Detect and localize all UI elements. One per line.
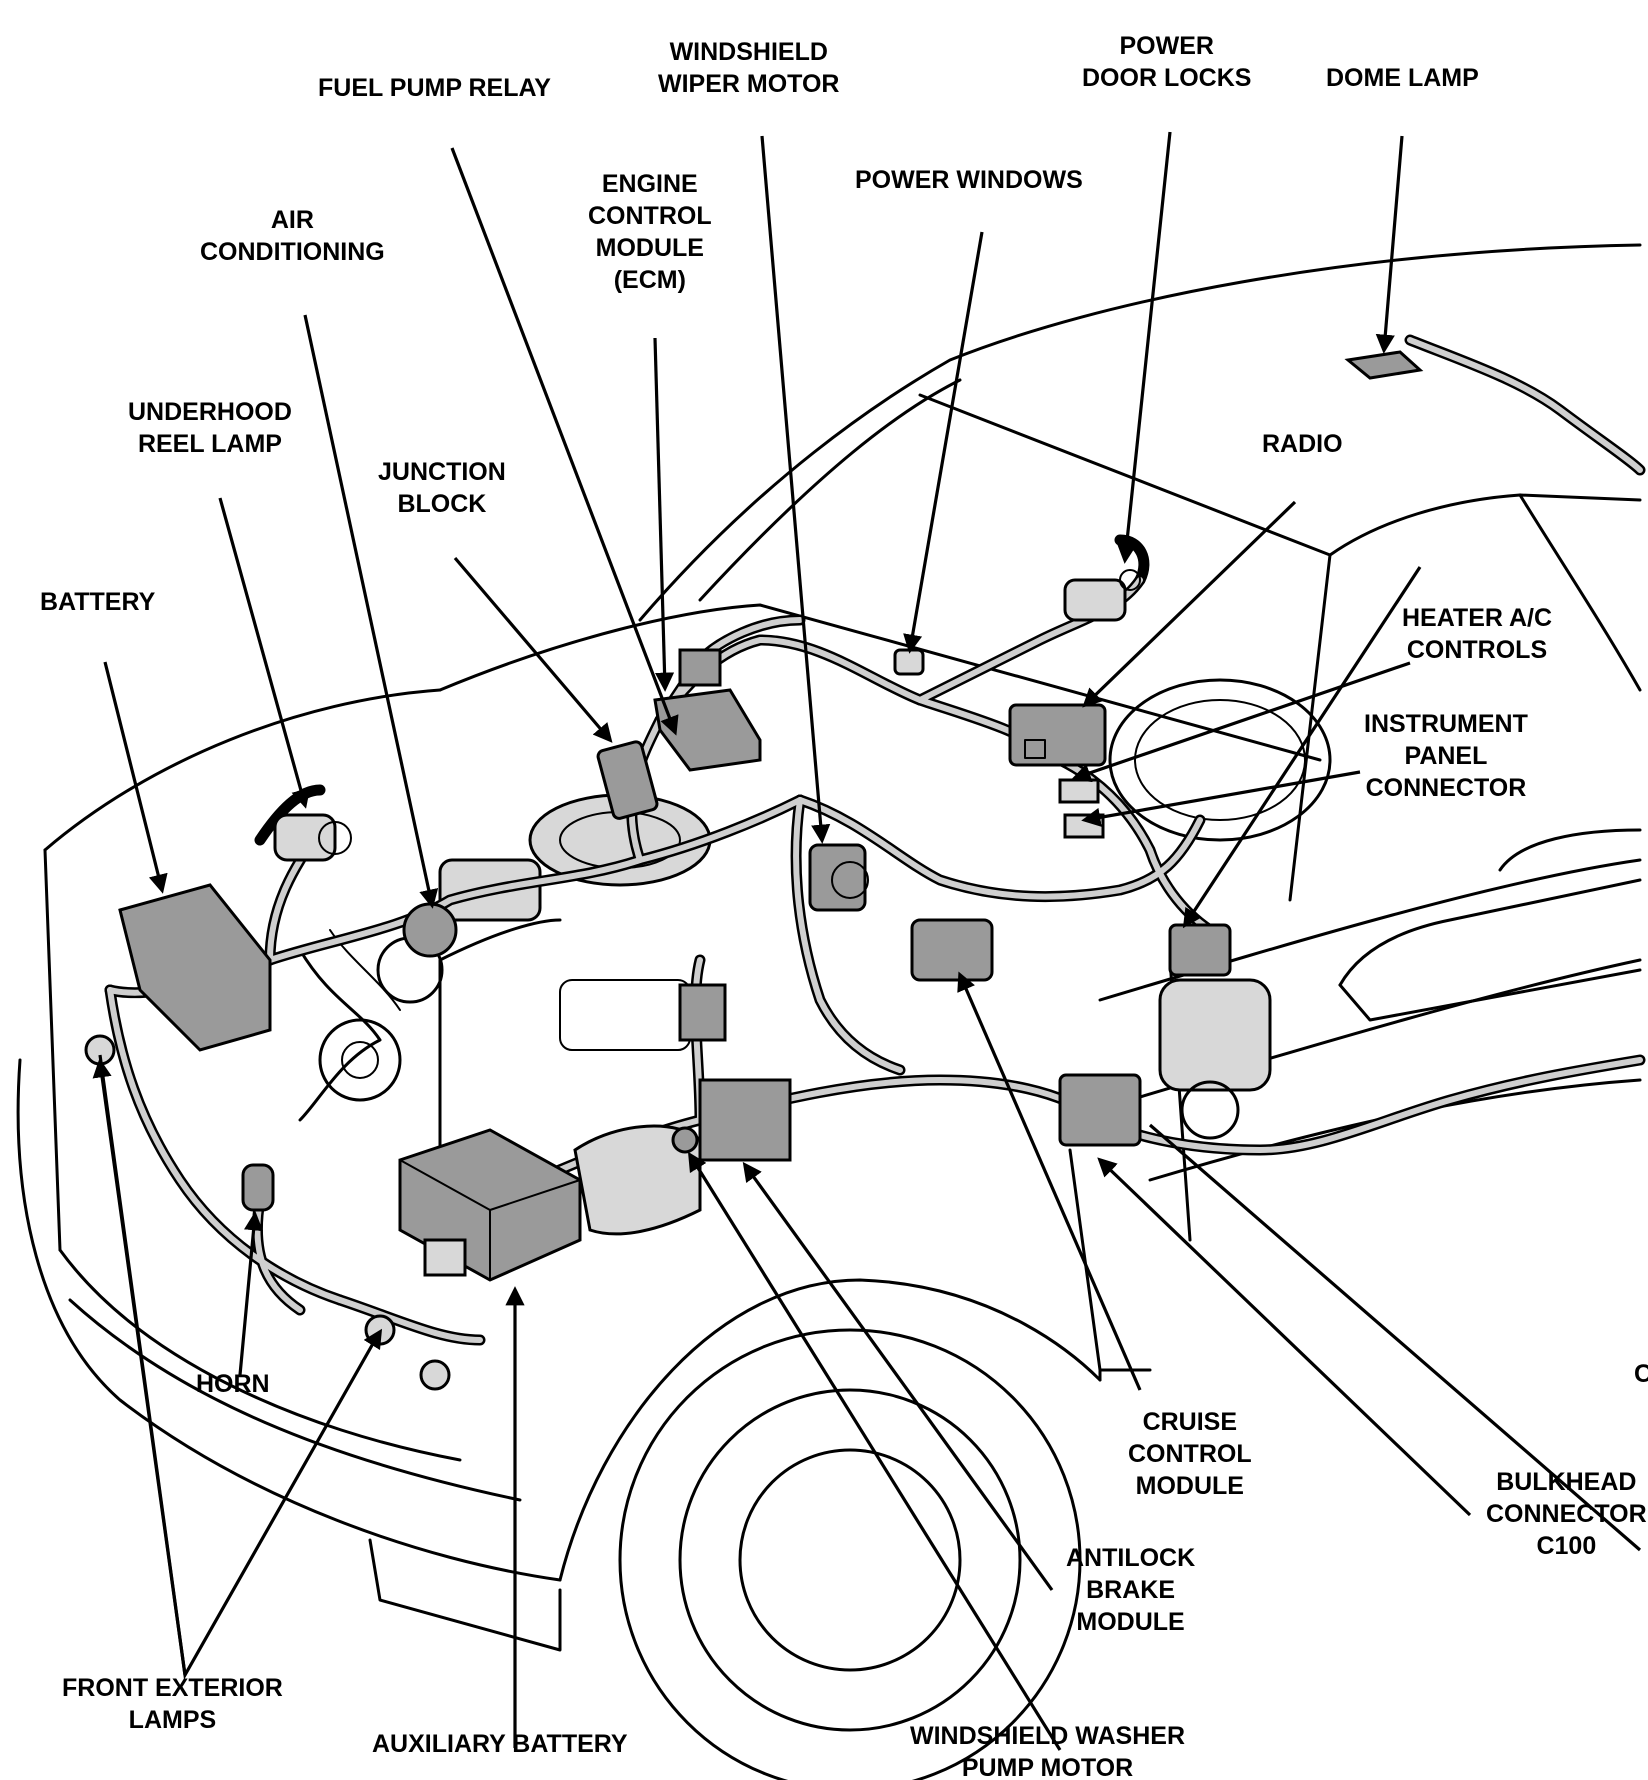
label-line: WINDSHIELD WASHER <box>910 1722 1185 1750</box>
label-line: BULKHEAD <box>1496 1468 1637 1496</box>
label-line: POWER <box>1119 32 1214 60</box>
label-line: CRUISE <box>1142 1408 1238 1436</box>
battery-shape <box>118 883 272 1052</box>
label-dome-lamp: DOME LAMP <box>1326 62 1479 94</box>
label-line: CONTROLS <box>1406 636 1548 664</box>
label-front-exterior-lamps: FRONT EXTERIOR LAMPS <box>62 1672 283 1736</box>
label-line: AUXILIARY BATTERY <box>372 1730 628 1758</box>
label-line: CONNECTOR <box>1486 1500 1647 1528</box>
label-line: REEL LAMP <box>137 430 282 458</box>
label-line: CONDITIONING <box>200 238 385 266</box>
label-line: MODULE <box>595 234 704 262</box>
label-line: ENGINE <box>601 170 698 198</box>
label-cruise-control-module: CRUISE CONTROL MODULE <box>1128 1406 1252 1502</box>
label-line: CONNECTOR <box>1365 774 1527 802</box>
label-line: HEATER A/C <box>1402 604 1552 632</box>
label-radio: RADIO <box>1262 428 1343 460</box>
label-air-conditioning: AIR CONDITIONING <box>200 204 385 268</box>
label-line: CONTROL <box>588 202 712 230</box>
label-line: MODULE <box>1135 1472 1244 1500</box>
label-line: WINDSHIELD <box>669 38 828 66</box>
label-battery: BATTERY <box>40 586 155 618</box>
label-power-door-locks: POWER DOOR LOCKS <box>1082 30 1251 94</box>
label-line: POWER WINDOWS <box>855 166 1083 194</box>
label-line: MODULE <box>1076 1608 1185 1636</box>
label-line: DOOR LOCKS <box>1082 64 1252 92</box>
engine <box>298 678 1332 1140</box>
label-line: BLOCK <box>397 490 487 518</box>
label-heater-ac-controls: HEATER A/C CONTROLS <box>1402 602 1552 666</box>
label-line: LAMPS <box>128 1706 217 1734</box>
label-line: PANEL <box>1404 742 1488 770</box>
label-line: AIR <box>270 206 314 234</box>
label-junction-block: JUNCTION BLOCK <box>378 456 506 520</box>
label-line: INSTRUMENT <box>1364 710 1528 738</box>
label-bulkhead-connector: BULKHEAD CONNECTOR C100 <box>1486 1466 1647 1562</box>
label-auxiliary-battery: AUXILIARY BATTERY <box>372 1728 628 1760</box>
label-line: PUMP MOTOR <box>961 1754 1134 1780</box>
label-cut-off-fragment: C <box>1634 1358 1648 1390</box>
label-line: FRONT EXTERIOR <box>62 1674 283 1702</box>
label-line: FUEL PUMP RELAY <box>318 74 551 102</box>
label-instrument-panel-connector: INSTRUMENT PANEL CONNECTOR <box>1364 708 1528 804</box>
wiring-harness <box>104 334 1646 1346</box>
label-underhood-reel-lamp: UNDERHOOD REEL LAMP <box>128 396 292 460</box>
label-power-windows: POWER WINDOWS <box>855 164 1083 196</box>
label-windshield-wiper-motor: WINDSHIELD WIPER MOTOR <box>658 36 839 100</box>
label-fuel-pump-relay: FUEL PUMP RELAY <box>318 72 551 104</box>
label-line: JUNCTION <box>378 458 506 486</box>
vehicle-body <box>16 243 1642 1780</box>
label-horn: HORN <box>196 1368 270 1400</box>
label-line: WIPER MOTOR <box>658 70 840 98</box>
label-antilock-brake-module: ANTILOCK BRAKE MODULE <box>1066 1542 1195 1638</box>
label-line: UNDERHOOD <box>128 398 292 426</box>
label-line: CONTROL <box>1128 1440 1252 1468</box>
label-windshield-washer-pump-motor: WINDSHIELD WASHER PUMP MOTOR <box>910 1720 1185 1780</box>
leader-lines <box>92 131 1642 1751</box>
label-line: BATTERY <box>40 588 156 616</box>
label-line: C100 <box>1536 1532 1597 1560</box>
label-line: ANTILOCK <box>1066 1544 1196 1572</box>
label-line: C <box>1634 1360 1648 1388</box>
label-line: RADIO <box>1262 430 1343 458</box>
components <box>84 350 1424 1391</box>
label-line: (ECM) <box>613 266 686 294</box>
label-engine-control-module: ENGINE CONTROL MODULE (ECM) <box>588 168 712 296</box>
label-line: DOME LAMP <box>1326 64 1479 92</box>
label-line: BRAKE <box>1086 1576 1176 1604</box>
label-line: HORN <box>196 1370 270 1398</box>
